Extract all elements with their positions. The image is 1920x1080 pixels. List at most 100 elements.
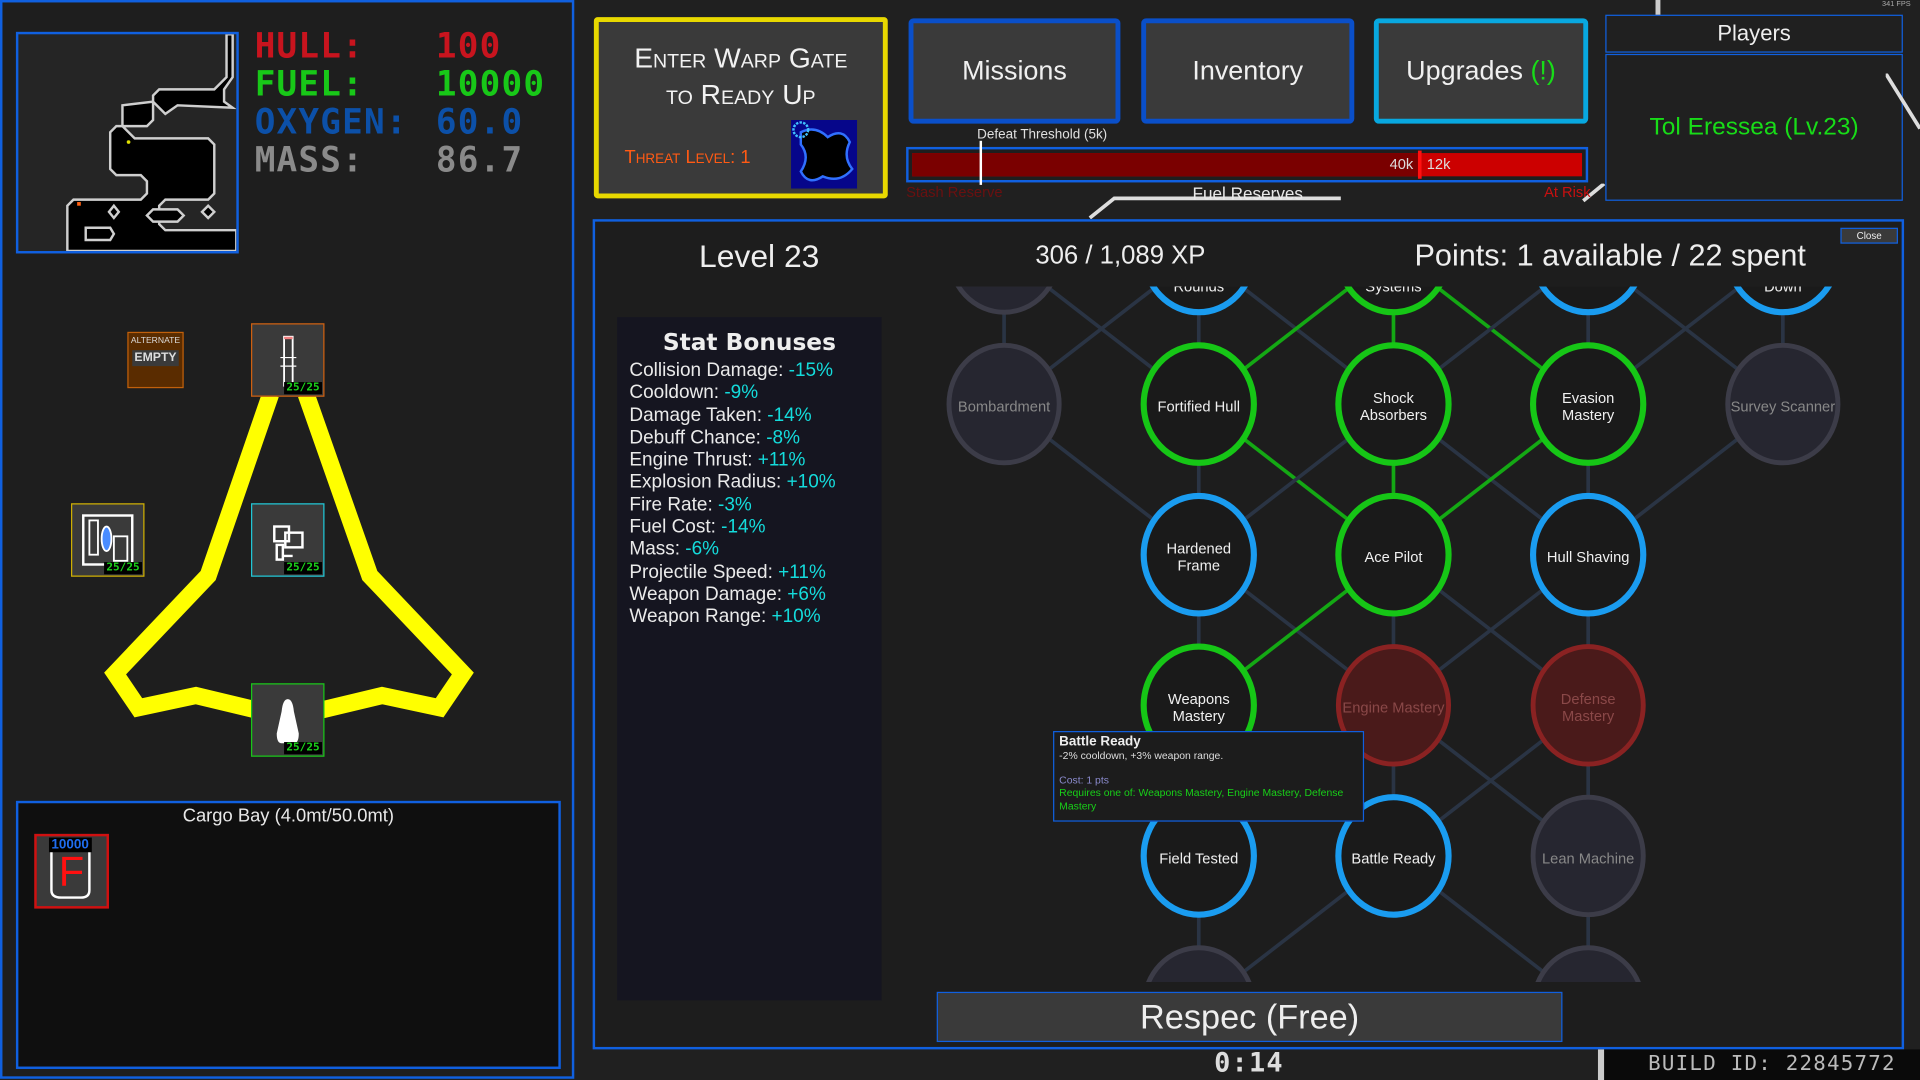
stat-bonus-row: Explosion Radius: +10% — [629, 472, 869, 494]
skill-node-f3[interactable] — [1533, 945, 1643, 983]
close-label: Close — [1856, 230, 1882, 242]
stat-hull: HULL:100 — [255, 27, 546, 65]
skill-node-label: Weapons Mastery — [1167, 690, 1230, 725]
inventory-label: Inventory — [1192, 55, 1304, 86]
xp-label: 306 / 1,089 XP — [1035, 241, 1206, 270]
stat-bonus-row: Debuff Chance: -8% — [629, 427, 869, 449]
level-label: Level 23 — [698, 237, 820, 275]
fps-counter: 341 FPS — [1882, 1, 1911, 9]
cargo-item-fuel[interactable]: F 10000 — [34, 833, 109, 909]
skill-node-a3[interactable] — [1533, 286, 1643, 316]
skill-node-label: Field Tested — [1159, 849, 1239, 867]
fuel-reserves-bar: 40k 12k — [906, 140, 1589, 185]
skill-node-label: Engine Mastery — [1342, 699, 1445, 717]
stat-bonus-value: -14% — [767, 404, 812, 426]
missions-button[interactable]: Missions — [908, 18, 1121, 124]
enemy-marker — [77, 202, 81, 206]
cargo-title: Cargo Bay (4.0mt/50.0mt) — [182, 805, 395, 827]
stat-bonuses-title: Stat Bonuses — [662, 329, 836, 357]
skill-node-shock-absorbers[interactable] — [1335, 342, 1452, 466]
inventory-button[interactable]: Inventory — [1141, 18, 1355, 124]
weapon-module[interactable]: 25/25 — [251, 323, 325, 397]
upgrades-button[interactable]: Upgrades (!) — [1373, 18, 1589, 124]
stat-bonus-value: -15% — [788, 360, 833, 381]
top-edge-divider — [1655, 0, 1661, 15]
skill-node-hardened-frame[interactable] — [1140, 492, 1257, 617]
skill-node-survey-scanner[interactable] — [1725, 342, 1841, 466]
at-risk-label: At Risk — [1544, 183, 1591, 201]
stat-oxygen: OXYGEN:60.0 — [255, 103, 546, 141]
skill-node-label: Evasion Mastery — [1562, 389, 1615, 424]
skill-node-engine-mastery[interactable] — [1335, 644, 1452, 767]
stat-bonus-row: Projectile Speed: +11% — [629, 562, 869, 584]
close-button[interactable]: Close — [1840, 227, 1898, 244]
stat-bonus-label: Projectile Speed: — [629, 561, 773, 583]
at-risk-value: 12k — [1426, 155, 1451, 173]
module-count: 25/25 — [283, 742, 323, 755]
minimap-terrain — [66, 34, 237, 252]
skill-node-label: Shock Absorbers — [1359, 389, 1427, 424]
stat-bonus-label: Engine Thrust: — [629, 449, 753, 471]
warp-gate-title-line1: Enter Warp Gate — [634, 41, 848, 74]
upgrades-label: Upgrades — [1406, 55, 1523, 86]
skill-node-label: Survey Scanner — [1730, 397, 1836, 416]
stat-bonus-label: Weapon Range: — [629, 606, 767, 628]
tooltip-description: -2% cooldown, +3% weapon range. — [1059, 749, 1224, 762]
systems-module[interactable]: 25/25 — [251, 503, 325, 577]
module-count: 25/25 — [283, 382, 323, 395]
respec-button[interactable]: Respec (Free) — [936, 991, 1563, 1043]
skill-node-label: Systems — [1365, 286, 1422, 296]
stat-bonuses-list: Collision Damage: -15%Cooldown: -9%Damag… — [629, 360, 869, 629]
skill-node-battle-ready[interactable] — [1335, 794, 1452, 918]
skill-node-down[interactable] — [1728, 286, 1838, 316]
stat-bonus-value: +6% — [787, 584, 826, 605]
upgrades-alert-badge: (!) — [1530, 55, 1556, 86]
defeat-threshold-label: Defeat Threshold (5k) — [977, 127, 1108, 143]
skill-node-label: Bombardment — [957, 397, 1051, 416]
stat-bonus-row: Fire Rate: -3% — [629, 494, 869, 516]
engine-module[interactable]: 25/25 — [251, 683, 325, 757]
stash-divider — [1418, 150, 1422, 179]
build-id-bar: BUILD ID: 22845772 — [1597, 1049, 1920, 1080]
players-title: Players — [1717, 20, 1791, 46]
stat-bonus-row: Cooldown: -9% — [629, 382, 869, 404]
stat-bonus-value: +10% — [786, 472, 836, 493]
stat-bonus-row: Mass: -6% — [629, 539, 869, 561]
skill-node-bombardment[interactable] — [946, 342, 1062, 466]
skill-node-hull-shaving[interactable] — [1530, 492, 1647, 617]
stat-bonus-value: -9% — [724, 382, 759, 404]
reactor-module[interactable]: 25/25 — [71, 503, 145, 577]
fuel-reserves-label: Fuel Reserves — [1192, 183, 1304, 204]
stat-bonus-label: Cooldown: — [629, 382, 720, 404]
player-marker — [126, 140, 131, 144]
systems-icon — [273, 525, 304, 561]
warp-gate-button[interactable]: Enter Warp Gate to Ready Up Threat Level… — [593, 17, 888, 199]
skill-node-evasion-mastery[interactable] — [1530, 342, 1647, 466]
ship-stats: HULL:100 FUEL:10000 OXYGEN:60.0 MASS:86.… — [255, 27, 546, 179]
players-list: Tol Eressea (Lv.23) — [1605, 53, 1903, 201]
stat-bonus-label: Collision Damage: — [629, 360, 784, 381]
stat-bonus-label: Fuel Cost: — [629, 516, 716, 538]
skill-node-lean-machine[interactable] — [1530, 794, 1646, 918]
skill-node-label: Lean Machine — [1541, 849, 1635, 867]
skill-node-defense-mastery[interactable] — [1530, 644, 1646, 767]
stat-bonus-label: Explosion Radius: — [629, 472, 782, 493]
cargo-item-quantity: 10000 — [48, 837, 92, 853]
player-entry[interactable]: Tol Eressea (Lv.23) — [1649, 113, 1859, 141]
skill-node-rounds[interactable] — [1144, 286, 1254, 316]
stat-bonus-value: -14% — [721, 516, 766, 538]
minimap[interactable] — [15, 31, 239, 254]
skill-node-a0[interactable] — [949, 286, 1059, 315]
alternate-slot[interactable]: ALTERNATE EMPTY — [127, 331, 184, 389]
stat-bonus-row: Collision Damage: -15% — [629, 360, 869, 382]
tooltip-cost: Cost: 1 pts — [1059, 773, 1109, 787]
skill-tooltip: Battle Ready -2% cooldown, +3% weapon ra… — [1053, 731, 1365, 822]
stat-bonuses-panel: Stat Bonuses Collision Damage: -15%Coold… — [617, 317, 882, 1001]
skill-node-fortified-hull[interactable] — [1140, 342, 1257, 466]
stat-label: OXYGEN: — [254, 101, 408, 143]
stat-label: FUEL: — [254, 63, 365, 105]
skill-node-ace-pilot[interactable] — [1335, 492, 1452, 617]
stat-bonus-label: Debuff Chance: — [629, 427, 761, 449]
skill-node-systems[interactable] — [1338, 286, 1448, 316]
skill-node-f1[interactable] — [1144, 945, 1254, 983]
